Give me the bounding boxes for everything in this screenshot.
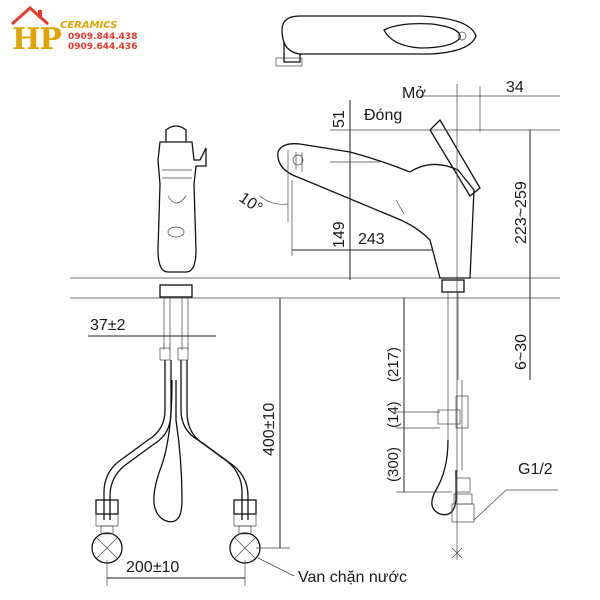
pullout-length-dim: (217) <box>385 347 402 382</box>
pullout-extra-dim: (14) <box>385 401 402 428</box>
deck-thickness-dim: 6~30 <box>513 334 530 370</box>
dimension-lines <box>88 86 560 586</box>
faucet-top-view <box>275 15 477 67</box>
hose-length-dim: 400±10 <box>261 403 278 456</box>
logo-brand: CERAMICS <box>60 20 118 31</box>
handle-height-dim: 51 <box>331 110 348 128</box>
pullout-total-dim: (300) <box>385 447 402 482</box>
valve-label: Van chặn nước <box>298 569 407 586</box>
open-label: Mở <box>402 85 426 102</box>
angle-label: 10° <box>236 189 266 217</box>
handle-offset-dim: 34 <box>506 79 524 96</box>
thread-label: G1/2 <box>518 461 553 478</box>
faucet-side-view <box>277 84 481 560</box>
brand-logo: HP CERAMICS 0909.844.438 0909.644.436 <box>2 4 137 60</box>
inlet-spacing-dim: 37±2 <box>90 317 126 334</box>
logo-phone-2: 0909.644.436 <box>68 42 138 52</box>
valve-spacing-dim: 200±10 <box>126 559 179 576</box>
faucet-front-view <box>91 125 261 564</box>
spout-reach-dim: 243 <box>358 231 385 248</box>
close-label: Đóng <box>364 107 402 124</box>
house-roof-icon <box>11 5 49 26</box>
total-height-dim: 223~259 <box>513 181 530 244</box>
spout-height-dim: 149 <box>331 221 348 248</box>
logo-initials: HP <box>12 22 62 57</box>
logo-phone-1: 0909.844.438 <box>68 32 138 42</box>
